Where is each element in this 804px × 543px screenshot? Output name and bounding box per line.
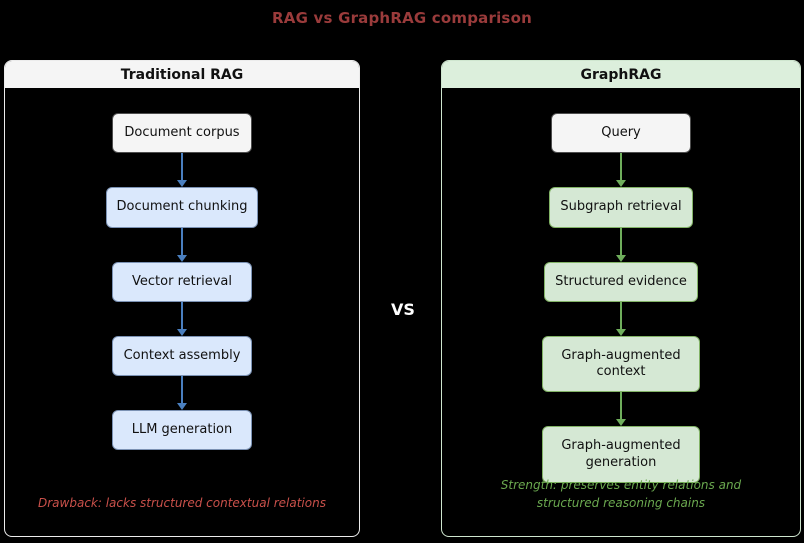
arrow-down-icon [616, 301, 626, 336]
panel-footer-drawback: Drawback: lacks structured contextual re… [38, 495, 326, 510]
flow-graphrag: Query Subgraph retrieval Structured evid… [442, 88, 800, 483]
node-subgraph-retrieval: Subgraph retrieval [549, 187, 693, 228]
vs-label: VS [391, 300, 415, 319]
panel-header-graphrag: GraphRAG [442, 61, 800, 88]
panel-header-traditional-rag: Traditional RAG [5, 61, 359, 88]
node-graph-augmented-generation: Graph-augmented generation [542, 426, 700, 483]
node-document-chunking: Document chunking [105, 187, 259, 228]
arrow-down-icon [616, 392, 626, 427]
flow-traditional-rag: Document corpus Document chunking Vector… [5, 88, 359, 451]
arrow-down-icon [177, 376, 187, 410]
node-graph-augmented-context: Graph-augmented context [542, 335, 700, 393]
arrow-down-icon [616, 227, 626, 262]
node-llm-generation: LLM generation [112, 410, 252, 451]
arrow-down-icon [177, 227, 187, 262]
arrow-down-icon [616, 153, 626, 188]
node-vector-retrieval: Vector retrieval [112, 261, 252, 302]
node-context-assembly: Context assembly [112, 335, 252, 376]
node-structured-evidence: Structured evidence [544, 261, 698, 302]
panel-traditional-rag: Traditional RAG Document corpus Document… [4, 60, 360, 537]
arrow-down-icon [177, 153, 187, 188]
diagram-title: RAG vs GraphRAG comparison [272, 9, 532, 27]
node-document-corpus: Document corpus [112, 113, 252, 154]
arrow-down-icon [177, 301, 187, 336]
panel-graphrag: GraphRAG Query Subgraph retrieval Struct… [441, 60, 801, 537]
panel-footer-strength: Strength: preserves entity relations and… [500, 478, 742, 510]
node-query: Query [551, 113, 691, 154]
